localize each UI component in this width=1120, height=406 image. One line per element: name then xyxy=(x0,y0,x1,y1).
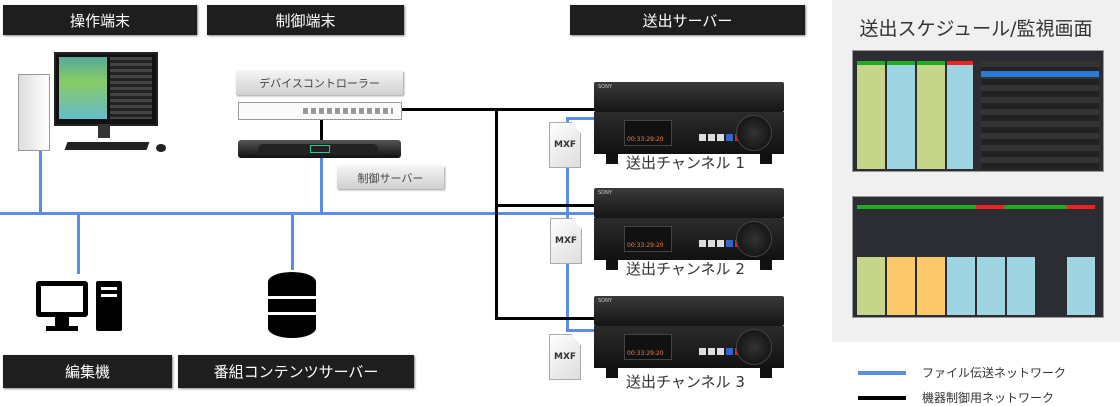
control-network-link-ch2 xyxy=(495,204,596,207)
legend-swatch-file-network xyxy=(858,371,906,375)
mxf-file-icon: MXF xyxy=(550,218,582,264)
file-network-link-server xyxy=(320,155,323,213)
tag-device-controller: デバイスコントローラー xyxy=(236,71,403,95)
legend-control-network: 機器制御用ネットワーク xyxy=(922,391,1055,405)
control-server xyxy=(238,140,401,158)
header-playout-server: 送出サーバー xyxy=(570,5,805,35)
brand-label: SONY xyxy=(598,298,612,304)
timecode: 00:33:29:20 xyxy=(627,136,664,143)
schedule-screenshot xyxy=(852,50,1104,172)
pc-tower xyxy=(18,74,50,151)
playout-server-2: SONY 00:33:29:20 xyxy=(594,188,784,270)
database-icon xyxy=(268,272,316,338)
control-network-link-server xyxy=(320,115,323,143)
editor-stand xyxy=(55,317,69,327)
mxf-label: MXF xyxy=(554,352,577,362)
header-control-terminal: 制御端末 xyxy=(207,5,404,35)
keyboard xyxy=(64,142,150,150)
brand-label: SONY xyxy=(598,84,612,90)
header-content-server: 番組コンテンツサーバー xyxy=(178,355,414,388)
mxf-label: MXF xyxy=(555,236,578,246)
control-network-link-ch3 xyxy=(495,317,596,320)
mxf-file-icon: MXF xyxy=(549,334,581,380)
control-network-main xyxy=(400,108,596,111)
timecode: 00:33:29:20 xyxy=(627,242,664,249)
legend-swatch-control-network xyxy=(858,396,906,400)
editor-base xyxy=(46,326,78,331)
file-network-link-storage xyxy=(291,212,294,270)
file-network-link-editor xyxy=(77,212,80,274)
file-network-link-pc xyxy=(39,148,42,214)
jog-dial xyxy=(736,221,772,257)
schedule-monitor-panel: 送出スケジュール/監視画面 xyxy=(832,0,1120,342)
playout-server-3: SONY 00:33:29:20 xyxy=(594,296,784,378)
legend-file-network: ファイル伝送ネットワーク xyxy=(922,366,1067,380)
file-network-link-ch3 xyxy=(566,329,596,332)
monitor-screenshot xyxy=(852,196,1104,318)
jog-dial xyxy=(736,115,772,151)
header-operation-terminal: 操作端末 xyxy=(3,5,197,35)
operation-pc xyxy=(18,52,178,157)
mxf-label: MXF xyxy=(554,140,577,150)
mxf-file-icon: MXF xyxy=(549,122,581,168)
channel-label-1: 送出チャンネル 1 xyxy=(626,154,745,172)
timecode: 00:33:29:20 xyxy=(627,350,664,357)
mouse xyxy=(156,144,166,152)
device-controller xyxy=(238,102,402,120)
brand-label: SONY xyxy=(598,190,612,196)
editor-monitor-icon xyxy=(36,281,88,317)
file-network-backbone xyxy=(0,212,596,215)
channel-label-2: 送出チャンネル 2 xyxy=(626,260,745,278)
editor-tower-icon xyxy=(96,281,122,331)
jog-dial xyxy=(736,329,772,365)
tag-control-server: 制御サーバー xyxy=(337,166,444,189)
monitor xyxy=(54,52,158,126)
panel-title: 送出スケジュール/監視画面 xyxy=(859,18,1093,40)
playout-server-1: SONY 00:33:29:20 xyxy=(594,82,784,164)
channel-label-3: 送出チャンネル 3 xyxy=(626,373,745,391)
control-network-trunk xyxy=(495,108,498,320)
file-network-link-ch1 xyxy=(566,117,596,120)
header-editor: 編集機 xyxy=(3,355,172,388)
